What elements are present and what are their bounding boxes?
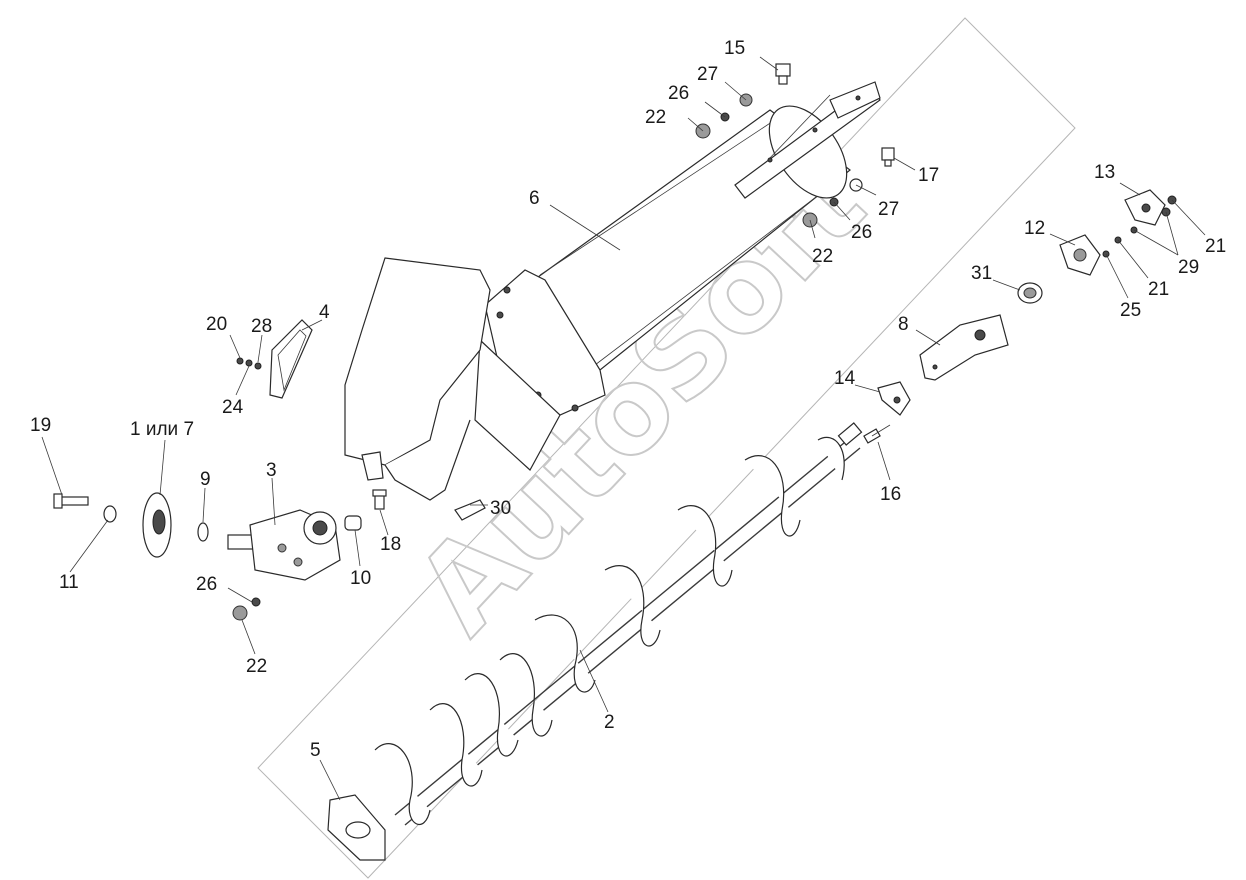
part-2-auger — [374, 422, 863, 826]
callout-5: 5 — [310, 740, 321, 761]
callout-8: 8 — [898, 314, 909, 335]
callout-16: 16 — [880, 484, 901, 505]
part-17-bolt — [881, 147, 895, 167]
callout-28: 28 — [251, 316, 272, 337]
callout-26: 26 — [851, 222, 872, 243]
callout-27: 27 — [878, 199, 899, 220]
callout-15: 15 — [724, 38, 745, 59]
callout-1-or-7: 1 или 7 — [130, 419, 194, 440]
part-20-28-fasteners — [236, 357, 262, 370]
callout-11: 11 — [59, 572, 79, 593]
part-8-bracket — [919, 314, 1009, 381]
callout-26: 26 — [196, 574, 217, 595]
callout-13: 13 — [1094, 162, 1115, 183]
callout-26: 26 — [668, 83, 689, 104]
callout-12: 12 — [1024, 218, 1045, 239]
part-18-bolt — [372, 489, 387, 510]
part-12-bearing-housing — [1059, 234, 1101, 276]
callout-25: 25 — [1120, 300, 1141, 321]
callout-27: 27 — [697, 64, 718, 85]
part-11-washer — [103, 505, 117, 523]
callout-29: 29 — [1178, 257, 1199, 278]
part-5-end-plate — [327, 794, 386, 861]
callout-labels: 15 27 26 22 17 27 26 22 6 13 12 21 29 21… — [30, 38, 1226, 761]
callout-22: 22 — [812, 246, 833, 267]
callout-20: 20 — [206, 314, 227, 335]
part-shield — [344, 257, 491, 501]
callout-21: 21 — [1148, 279, 1169, 300]
part-4-cover-plate — [269, 319, 313, 399]
part-22-nut-left — [232, 597, 261, 621]
callout-31: 31 — [971, 263, 992, 284]
callout-9: 9 — [200, 469, 211, 490]
part-19-bolt — [53, 493, 89, 509]
part-31-seal — [1017, 282, 1043, 304]
part-14-flange — [877, 381, 911, 416]
callout-21: 21 — [1205, 236, 1226, 257]
part-10-bushing — [344, 515, 362, 531]
callout-30: 30 — [490, 498, 511, 519]
part-1-sprocket — [142, 492, 172, 558]
leader-lines — [41, 56, 1206, 801]
callout-2: 2 — [604, 712, 615, 733]
callout-17: 17 — [918, 165, 939, 186]
part-13-flange — [1124, 189, 1166, 226]
callout-4: 4 — [319, 302, 330, 323]
callout-3: 3 — [266, 460, 277, 481]
part-15-bolt — [775, 63, 791, 85]
callout-24: 24 — [222, 397, 244, 418]
part-16-bolt — [863, 424, 891, 444]
callout-22: 22 — [645, 107, 666, 128]
part-3-gearbox — [227, 509, 341, 581]
callout-22: 22 — [246, 656, 267, 677]
callout-6: 6 — [529, 188, 540, 209]
part-9-washer — [197, 522, 209, 542]
part-tube-strap — [734, 81, 881, 199]
callout-18: 18 — [380, 534, 401, 555]
assembly-frame — [257, 17, 1076, 879]
callout-10: 10 — [350, 568, 371, 589]
callout-14: 14 — [834, 368, 856, 389]
callout-19: 19 — [30, 415, 51, 436]
